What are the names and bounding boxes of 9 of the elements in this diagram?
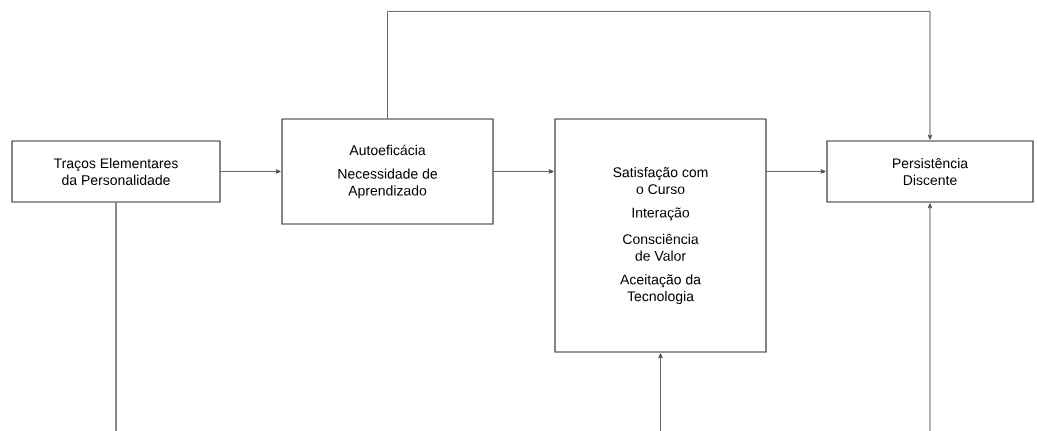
process-box: Satisfação com o Curso Interação Consciência de Valor Aceitação da Tecnologia bbox=[554, 118, 767, 353]
arrow bbox=[115, 202, 933, 431]
arrow bbox=[387, 11, 933, 140]
process-box: Traços Elementares da Personalidade bbox=[11, 140, 221, 203]
arrow bbox=[766, 169, 826, 174]
process-box: Autoeficácia Necessidade de Aprendizado bbox=[281, 118, 494, 225]
arrow bbox=[220, 169, 281, 174]
process-box: Persistência Discente bbox=[826, 140, 1034, 203]
arrow bbox=[493, 169, 554, 174]
